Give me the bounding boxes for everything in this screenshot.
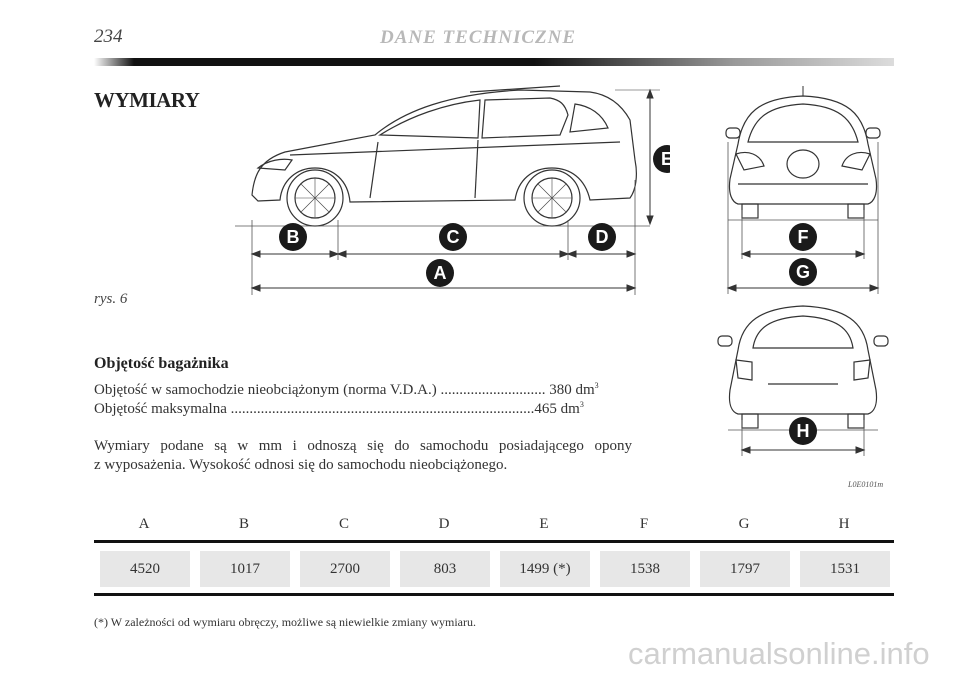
svg-text:C: C bbox=[447, 227, 460, 247]
trunk-volume-unloaded: Objętość w samochodzie nieobciążonym (no… bbox=[94, 381, 599, 398]
header-e: E bbox=[539, 516, 549, 532]
car-rear-view: H bbox=[717, 305, 889, 456]
value-a: 4520 bbox=[100, 551, 190, 587]
section-title: WYMIARY bbox=[94, 88, 200, 112]
value-c: 2700 bbox=[300, 551, 390, 587]
trunk-title: Objętość bagażnika bbox=[94, 355, 229, 372]
dimensions-table-values: 4520 1017 2700 803 1499 (*) 1538 1797 15… bbox=[94, 551, 894, 587]
header-d: D bbox=[438, 516, 450, 532]
table-bottom-rule bbox=[94, 593, 894, 596]
header-g: G bbox=[738, 516, 750, 532]
value-e: 1499 (*) bbox=[500, 551, 590, 587]
svg-text:H: H bbox=[797, 421, 810, 441]
value-f: 1538 bbox=[600, 551, 690, 587]
label-e: E bbox=[653, 145, 670, 173]
dimensions-note: Wymiary podane są w mm i odnoszą się do … bbox=[94, 437, 632, 475]
svg-text:F: F bbox=[798, 227, 809, 247]
note-line-1: Wymiary podane są w mm i odnoszą się do … bbox=[94, 438, 632, 454]
value-d: 803 bbox=[400, 551, 490, 587]
label-d: D bbox=[588, 223, 616, 251]
dimensions-table-header: A B C D E F G H bbox=[94, 516, 894, 536]
label-g: G bbox=[789, 258, 817, 286]
note-line-2: z wyposażenia. Wysokość odnosi się do sa… bbox=[94, 457, 508, 473]
svg-text:A: A bbox=[434, 263, 447, 283]
car-front-view: F G bbox=[725, 86, 881, 294]
label-h: H bbox=[789, 417, 817, 445]
car-side-view: B C D A E bbox=[235, 85, 670, 295]
label-c: C bbox=[439, 223, 467, 251]
header-f: F bbox=[639, 516, 649, 532]
header-b: B bbox=[238, 516, 249, 532]
image-code: L0E0101m bbox=[848, 480, 884, 489]
chapter-title: DANE TECHNICZNE bbox=[380, 27, 577, 48]
watermark: carmanualsonline.info bbox=[628, 636, 930, 671]
label-a: A bbox=[426, 259, 454, 287]
page-number: 234 bbox=[94, 26, 123, 47]
trunk-volume-max: Objętość maksymalna ....................… bbox=[94, 400, 584, 417]
header-rule bbox=[94, 58, 894, 66]
svg-text:B: B bbox=[287, 227, 300, 247]
table-top-rule bbox=[94, 540, 894, 543]
label-f: F bbox=[789, 223, 817, 251]
svg-text:D: D bbox=[596, 227, 609, 247]
value-h: 1531 bbox=[800, 551, 890, 587]
value-b: 1017 bbox=[200, 551, 290, 587]
value-g: 1797 bbox=[700, 551, 790, 587]
svg-text:E: E bbox=[661, 149, 670, 169]
header-h: H bbox=[838, 516, 850, 532]
svg-text:G: G bbox=[796, 262, 810, 282]
figure-caption: rys. 6 bbox=[94, 291, 128, 307]
footnote: (*) W zależności od wymiaru obręczy, moż… bbox=[94, 615, 476, 629]
label-b: B bbox=[279, 223, 307, 251]
header-a: A bbox=[138, 516, 150, 532]
header-c: C bbox=[338, 516, 349, 532]
